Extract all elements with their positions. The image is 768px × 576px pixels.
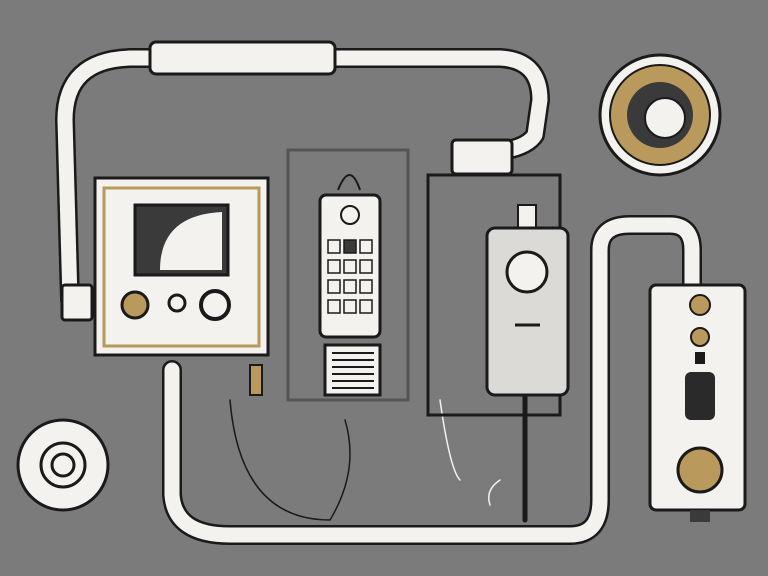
remote-button <box>327 259 341 274</box>
pipe-system <box>55 48 702 545</box>
remote-button <box>343 279 357 294</box>
remote-button <box>327 299 341 314</box>
dial-knob <box>199 289 231 321</box>
middle-frame <box>286 148 410 402</box>
remote-button <box>343 259 357 274</box>
remote-button <box>343 239 357 254</box>
remote-button <box>327 239 341 254</box>
rocker-switch <box>685 372 715 420</box>
gold-knob <box>120 290 150 320</box>
round-sensor <box>16 418 110 512</box>
pipe-connector-right <box>450 138 514 176</box>
remote-control <box>318 174 382 397</box>
thermostat-panel <box>93 176 270 396</box>
remote-button <box>359 239 373 254</box>
pipe-sleeve <box>148 40 337 76</box>
handheld-device <box>485 204 570 397</box>
round-gauge <box>598 53 722 177</box>
small-knob <box>167 293 187 313</box>
wall-switch-unit <box>648 283 747 522</box>
remote-button <box>343 299 357 314</box>
pipe-connector <box>60 283 94 322</box>
fitting <box>249 364 263 396</box>
remote-button <box>327 279 341 294</box>
remote-button <box>359 279 373 294</box>
remote-button <box>359 259 373 274</box>
remote-button <box>359 299 373 314</box>
